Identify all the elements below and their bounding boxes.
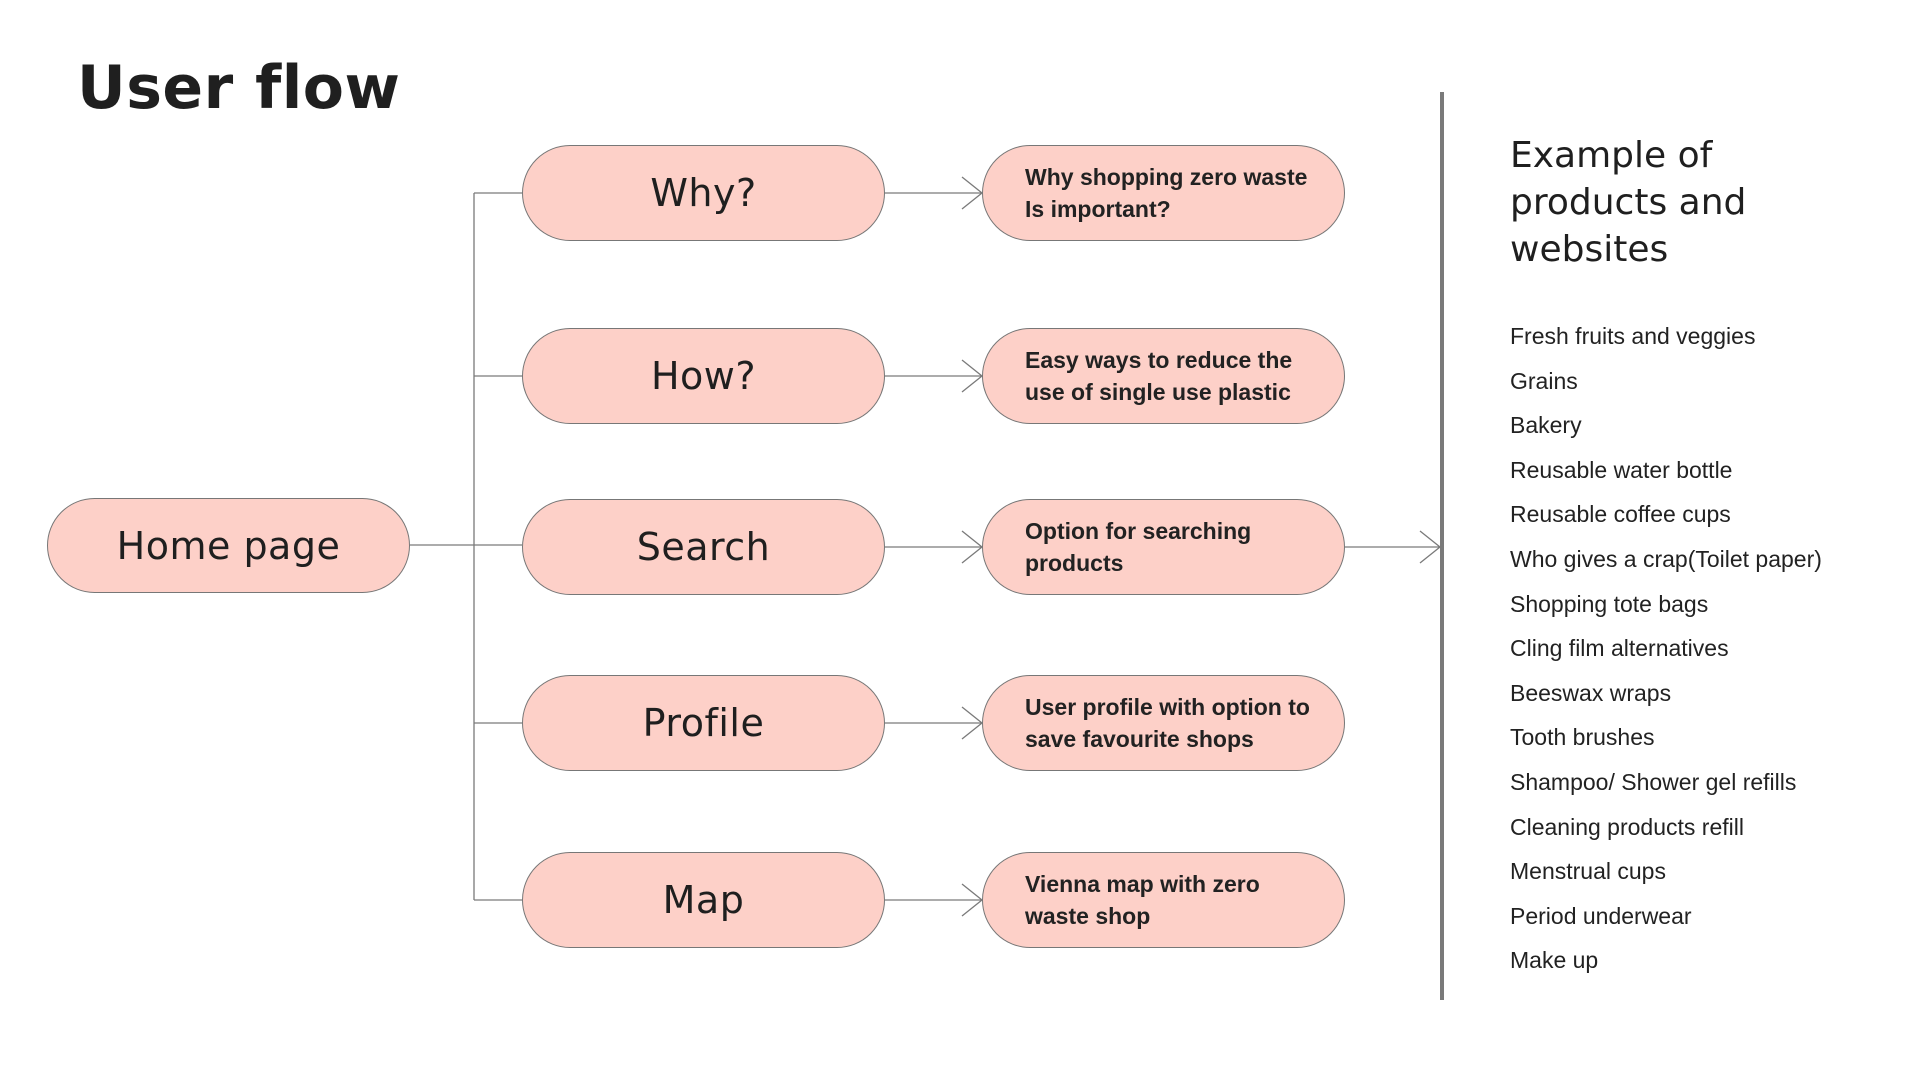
list-item: Cling film alternatives: [1510, 635, 1729, 662]
profile-label: Profile: [642, 701, 765, 745]
home-page-label: Home page: [116, 523, 341, 568]
search-node: Search: [522, 499, 885, 595]
why-description-node: Why shopping zero waste Is important?: [982, 145, 1345, 241]
profile-description-node: User profile with option to save favouri…: [982, 675, 1345, 771]
list-item: Bakery: [1510, 412, 1582, 439]
why-description: Why shopping zero waste Is important?: [1025, 164, 1308, 222]
examples-title: Example of products and websites: [1510, 135, 1747, 270]
vertical-divider: [1440, 92, 1444, 1000]
list-item: Reusable coffee cups: [1510, 501, 1731, 528]
list-item: Cleaning products refill: [1510, 813, 1744, 840]
search-label: Search: [636, 525, 771, 569]
profile-node: Profile: [522, 675, 885, 771]
why-label: Why?: [650, 171, 757, 215]
list-item: Grains: [1510, 367, 1578, 394]
list-item: Beeswax wraps: [1510, 679, 1672, 706]
list-item: Make up: [1510, 947, 1599, 974]
search-description: Option for searching products: [1025, 518, 1252, 576]
list-item: Shampoo/ Shower gel refills: [1510, 768, 1797, 795]
list-item: Period underwear: [1510, 902, 1692, 929]
list-item: Who gives a crap(Toilet paper): [1510, 545, 1822, 572]
how-description-node: Easy ways to reduce the use of single us…: [982, 328, 1345, 424]
map-description-node: Vienna map with zero waste shop: [982, 852, 1345, 948]
how-label: How?: [650, 354, 757, 398]
map-description: Vienna map with zero waste shop: [1025, 871, 1260, 929]
list-item: Tooth brushes: [1510, 724, 1655, 751]
why-node: Why?: [522, 145, 885, 241]
list-item: Reusable water bottle: [1510, 456, 1733, 483]
list-item: Fresh fruits and veggies: [1510, 323, 1756, 349]
page-title: User flow: [77, 53, 401, 123]
profile-description: User profile with option to save favouri…: [1025, 694, 1310, 752]
how-description: Easy ways to reduce the use of single us…: [1025, 347, 1293, 405]
list-item: Menstrual cups: [1510, 858, 1666, 885]
how-node: How?: [522, 328, 885, 424]
list-item: Shopping tote bags: [1510, 590, 1709, 617]
examples-list: Fresh fruits and veggies Grains Bakery R…: [1510, 318, 1822, 987]
map-node: Map: [522, 852, 885, 948]
map-label: Map: [662, 878, 745, 922]
search-description-node: Option for searching products: [982, 499, 1345, 595]
home-page-node: Home page: [47, 498, 410, 593]
